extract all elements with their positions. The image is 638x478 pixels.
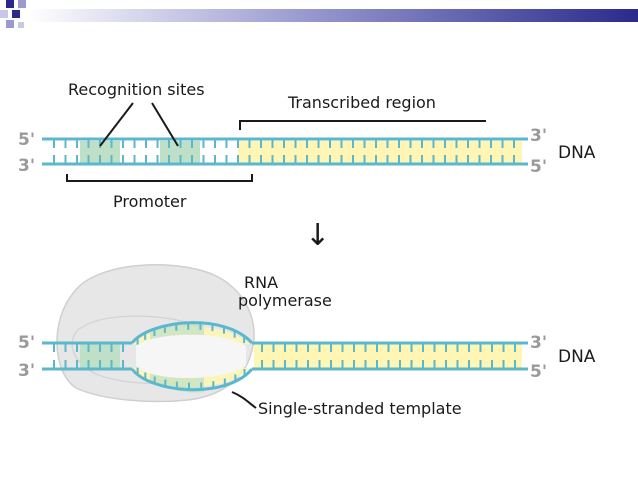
bubble-base-ticks [136, 322, 246, 390]
bubble-upper-strand [130, 321, 254, 345]
recognition-sites-label: Recognition sites [68, 80, 205, 99]
bubble-lower-strand [130, 368, 254, 392]
bottom-left-3-label: 3' [18, 361, 35, 381]
dna-bottom-label: DNA [558, 347, 596, 367]
top-base-pairs [53, 140, 515, 163]
transcribed-region-fill [238, 141, 522, 163]
promoter-label: Promoter [113, 192, 187, 211]
top-right-3-label: 3' [530, 126, 547, 146]
top-left-3-label: 3' [18, 156, 35, 176]
dna-top-label: DNA [558, 143, 596, 163]
bottom-right-3-label: 3' [530, 333, 547, 353]
process-arrow-icon: ↓ [305, 218, 330, 253]
top-left-5-label: 5' [18, 130, 35, 150]
single-stranded-template-label: Single-stranded template [258, 399, 462, 418]
top-right-5-label: 5' [530, 157, 547, 177]
recognition-site-1 [80, 141, 120, 163]
bubble-interior [136, 334, 246, 378]
promoter-bracket [66, 174, 253, 182]
polymerase-label: polymerase [238, 291, 332, 310]
bottom-left-5-label: 5' [18, 333, 35, 353]
header-mosaic-icon [0, 0, 26, 28]
template-pointer [231, 391, 257, 409]
header-bar [0, 0, 638, 28]
bottom-base-pairs [53, 344, 516, 368]
bottom-right-5-label: 5' [530, 362, 547, 382]
transcribed-region-bracket [239, 120, 486, 130]
transcribed-region-label: Transcribed region [287, 93, 436, 112]
rna-label: RNA [244, 273, 278, 292]
recognition-pointer-2 [151, 102, 179, 147]
recognition-pointer-1 [99, 102, 134, 147]
